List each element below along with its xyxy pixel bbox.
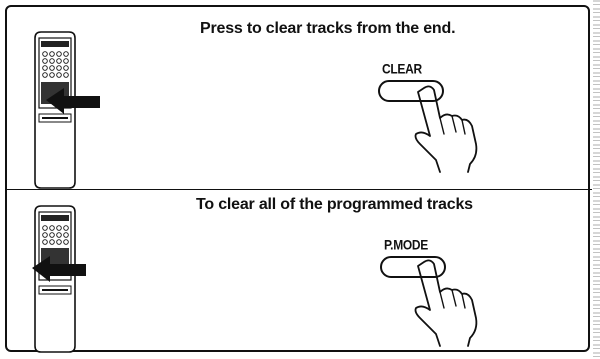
pmode-button-icon xyxy=(380,256,446,278)
pmode-button-label: P.MODE xyxy=(384,236,428,254)
pressing-hand-icon xyxy=(414,259,478,347)
remote-control-icon xyxy=(34,31,76,189)
clear-end-instruction: Press to clear tracks from the end. xyxy=(200,20,456,37)
pointing-arrow-icon xyxy=(32,256,86,282)
instruction-panel xyxy=(5,5,592,352)
pointing-arrow-icon xyxy=(46,88,100,114)
section-divider xyxy=(7,189,592,190)
clear-button-label: CLEAR xyxy=(382,60,422,78)
pressing-hand-icon xyxy=(414,85,478,173)
clear-all-instruction: To clear all of the programmed tracks xyxy=(196,196,473,213)
scan-edge xyxy=(593,0,600,359)
